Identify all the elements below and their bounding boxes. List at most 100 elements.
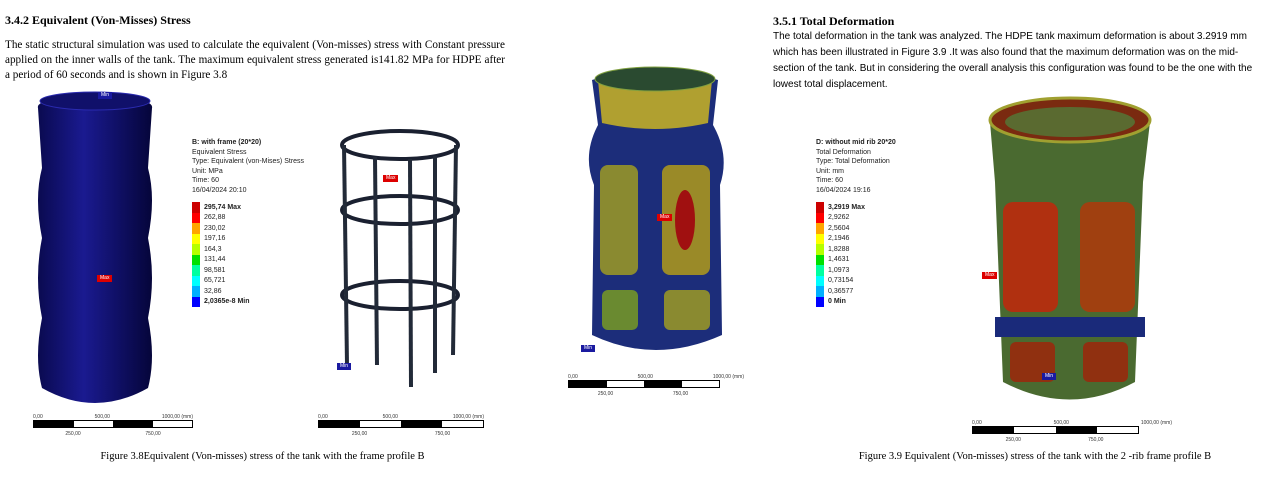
scale-label: 0,00 — [33, 414, 43, 420]
legend-swatch — [816, 265, 824, 276]
scale-label: 750,00 — [434, 431, 451, 437]
legend-entry: 2,5604 — [816, 223, 896, 234]
legend-entry: 1,4631 — [816, 254, 896, 265]
legend-entry: 98,581 — [192, 265, 304, 276]
legend-swatch — [816, 202, 824, 213]
frame-stress-render — [340, 129, 460, 388]
legend-line: Type: Equivalent (von-Mises) Stress — [192, 158, 305, 165]
legend-entry: 1,8288 — [816, 244, 896, 255]
scale-label: 250,00 — [597, 391, 614, 397]
min-probe-tag: Min — [1042, 373, 1057, 380]
deformation-legend: D: without mid rib 20*20 Total Deformati… — [816, 138, 896, 307]
legend-entry: 2,9262 — [816, 212, 896, 223]
legend-entry: 1,0973 — [816, 265, 896, 276]
scale-label: 1000,00 (mm) — [161, 414, 193, 420]
legend-value: 131,44 — [204, 256, 226, 263]
legend-entry: 32,86 — [192, 286, 304, 297]
legend-entry: 262,88 — [192, 212, 304, 223]
legend-entry: 0,36577 — [816, 286, 896, 297]
legend-line: Unit: mm — [816, 167, 844, 175]
scale-label: 0,00 — [568, 374, 578, 380]
legend-value: 0,73154 — [828, 277, 854, 284]
deformation-paragraph: The total deformation in the tank was an… — [773, 31, 1253, 90]
scale-label: 500,00 — [382, 414, 398, 420]
legend-swatch — [816, 212, 824, 223]
legend-value: 0 Min — [828, 298, 846, 305]
legend-line: 16/04/2024 19:16 — [816, 186, 871, 194]
scale-label: 500,00 — [1053, 420, 1069, 426]
legend-swatch — [816, 296, 824, 307]
legend-value: 164,3 — [204, 245, 222, 253]
legend-swatch — [192, 233, 200, 244]
stress-paragraph: The static structural simulation was use… — [5, 39, 505, 81]
legend-swatch — [192, 212, 200, 223]
tank-rib-deformation-render — [988, 96, 1152, 400]
legend-swatch — [816, 254, 824, 265]
scale-label: 750,00 — [1088, 437, 1104, 443]
scale-label: 750,00 — [672, 391, 689, 397]
legend-swatch — [192, 223, 200, 234]
legend-value: 2,9262 — [828, 214, 850, 221]
legend-value: 98,581 — [204, 266, 226, 274]
scale-bar: 0,00 500,00 1000,00 (mm) 250,00 750,00 — [33, 414, 193, 437]
legend-value: 262,88 — [204, 214, 226, 221]
legend-entry: 0,73154 — [816, 275, 896, 286]
scale-label: 500,00 — [94, 414, 110, 420]
legend-line: Total Deformation — [816, 148, 871, 156]
tank-deformation-render — [588, 66, 724, 350]
legend-entry: 230,02 — [192, 223, 304, 234]
legend-entry: 295,74 Max — [192, 202, 304, 213]
legend-value: 65,721 — [204, 277, 226, 284]
legend-swatch — [816, 244, 824, 255]
section-heading-stress: 3.4.2 Equivalent (Von-Misses) Stress — [5, 13, 191, 27]
legend-value: 32,86 — [204, 287, 222, 295]
legend-entry: 65,721 — [192, 275, 304, 286]
legend-line: Type: Total Deformation — [816, 158, 890, 165]
legend-value: 3,2919 Max — [828, 203, 865, 211]
legend-swatch — [816, 275, 824, 286]
legend-title: B: with frame (20*20) — [192, 139, 262, 146]
legend-value: 197,16 — [204, 235, 226, 242]
legend-value: 1,0973 — [828, 266, 850, 274]
legend-swatch — [816, 233, 824, 244]
legend-entry: 131,44 — [192, 254, 304, 265]
legend-entry: 2,0365e-8 Min — [192, 296, 304, 307]
scale-label: 750,00 — [145, 431, 161, 437]
scale-label: 250,00 — [1005, 437, 1021, 443]
max-probe-tag: Max — [657, 214, 673, 221]
legend-line: Time: 60 — [192, 177, 219, 184]
legend-swatch — [816, 223, 824, 234]
max-probe-tag: Max — [97, 275, 113, 282]
legend-entry: 0 Min — [816, 296, 896, 307]
legend-swatch — [816, 286, 824, 297]
figure-caption: Figure 3.8Equivalent (Von-misses) stress… — [100, 451, 425, 462]
legend-line: Unit: MPa — [192, 167, 223, 175]
legend-entry: 164,3 — [192, 244, 304, 255]
legend-value: 295,74 Max — [204, 203, 241, 211]
legend-value: 0,36577 — [828, 287, 854, 295]
max-probe-tag: Max — [383, 175, 399, 182]
min-probe-tag: Min — [98, 92, 113, 99]
legend-swatch — [192, 286, 200, 297]
min-probe-tag: Min — [337, 363, 352, 370]
legend-value: 2,5604 — [828, 224, 850, 232]
scale-label: 0,00 — [318, 414, 328, 420]
legend-line: 16/04/2024 20:10 — [192, 186, 247, 194]
scale-label: 0,00 — [972, 420, 982, 426]
min-probe-tag: Min — [581, 345, 596, 352]
legend-swatch — [192, 244, 200, 255]
scale-label: 250,00 — [65, 431, 81, 437]
legend-swatch — [192, 202, 200, 213]
legend-swatch — [192, 296, 200, 307]
legend-line: Time: 60 — [816, 177, 843, 184]
legend-swatch — [192, 254, 200, 265]
legend-entry: 197,16 — [192, 233, 304, 244]
legend-value: 230,02 — [204, 224, 226, 232]
section-heading-deformation: 3.5.1 Total Deformation — [773, 14, 895, 28]
legend-value: 1,4631 — [828, 256, 850, 263]
scale-label: 250,00 — [351, 431, 368, 437]
